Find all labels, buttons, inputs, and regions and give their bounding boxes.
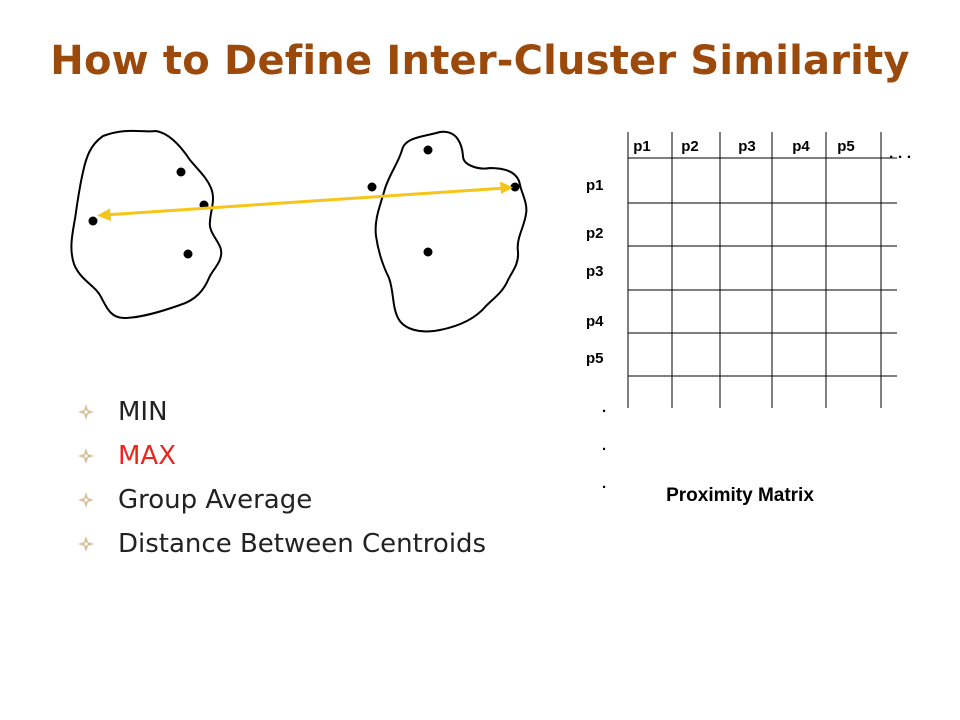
four-point-star-icon <box>78 448 94 464</box>
cluster-left-outline <box>70 129 223 320</box>
matrix-row-label: p4 <box>586 313 604 330</box>
matrix-row-ellipsis: ... <box>602 399 606 492</box>
matrix-row-label: p5 <box>586 350 604 367</box>
similarity-methods-list: MIN MAX Group Average Distance Between C… <box>78 390 486 566</box>
cluster-left-point <box>183 249 193 259</box>
bullet-label: MAX <box>118 441 177 471</box>
cluster-right-point <box>367 182 377 192</box>
matrix-row-labels: p1 p2 p3 p4 p5 <box>586 177 604 367</box>
matrix-row-ellipsis-dot: . <box>602 399 606 416</box>
matrix-row-ellipsis-dot: . <box>602 475 606 492</box>
four-point-star-icon <box>78 492 94 508</box>
proximity-matrix: p1 p2 p3 p4 p5 p1 p2 p3 p4 p5 . . . ... Proximit… <box>586 132 911 506</box>
matrix-grid <box>627 132 897 408</box>
cluster-left-point <box>88 216 98 226</box>
matrix-column-label: p1 <box>633 138 651 155</box>
cluster-right-point <box>510 182 520 192</box>
cluster-right-outline <box>374 130 528 333</box>
four-point-star-icon <box>78 404 94 420</box>
matrix-caption: Proximity Matrix <box>666 485 814 506</box>
matrix-row-label: p3 <box>586 263 604 280</box>
matrix-column-label: p4 <box>792 138 810 155</box>
bullet-item-max: MAX <box>78 434 486 478</box>
matrix-column-label: p2 <box>681 138 699 155</box>
bullet-item-centroid-distance: Distance Between Centroids <box>78 522 486 566</box>
cluster-right-point <box>423 145 433 155</box>
bullet-label: MIN <box>118 397 168 427</box>
bullet-label: Group Average <box>118 485 313 515</box>
bullet-label: Distance Between Centroids <box>118 529 487 559</box>
matrix-column-labels: p1 p2 p3 p4 p5 <box>633 138 855 155</box>
matrix-row-label: p1 <box>586 177 604 194</box>
bullet-item-group-average: Group Average <box>78 478 486 522</box>
matrix-column-label: p5 <box>837 138 855 155</box>
matrix-row-label: p2 <box>586 225 604 242</box>
matrix-column-ellipsis: . . . <box>889 145 911 162</box>
cluster-right-point <box>423 247 433 257</box>
bullet-item-min: MIN <box>78 390 486 434</box>
cluster-left-point <box>176 167 186 177</box>
matrix-column-label: p3 <box>738 138 756 155</box>
max-distance-arrow <box>97 181 513 221</box>
matrix-row-ellipsis-dot: . <box>602 437 606 454</box>
slide-title: How to Define Inter-Cluster Similarity <box>50 38 910 84</box>
four-point-star-icon <box>78 536 94 552</box>
